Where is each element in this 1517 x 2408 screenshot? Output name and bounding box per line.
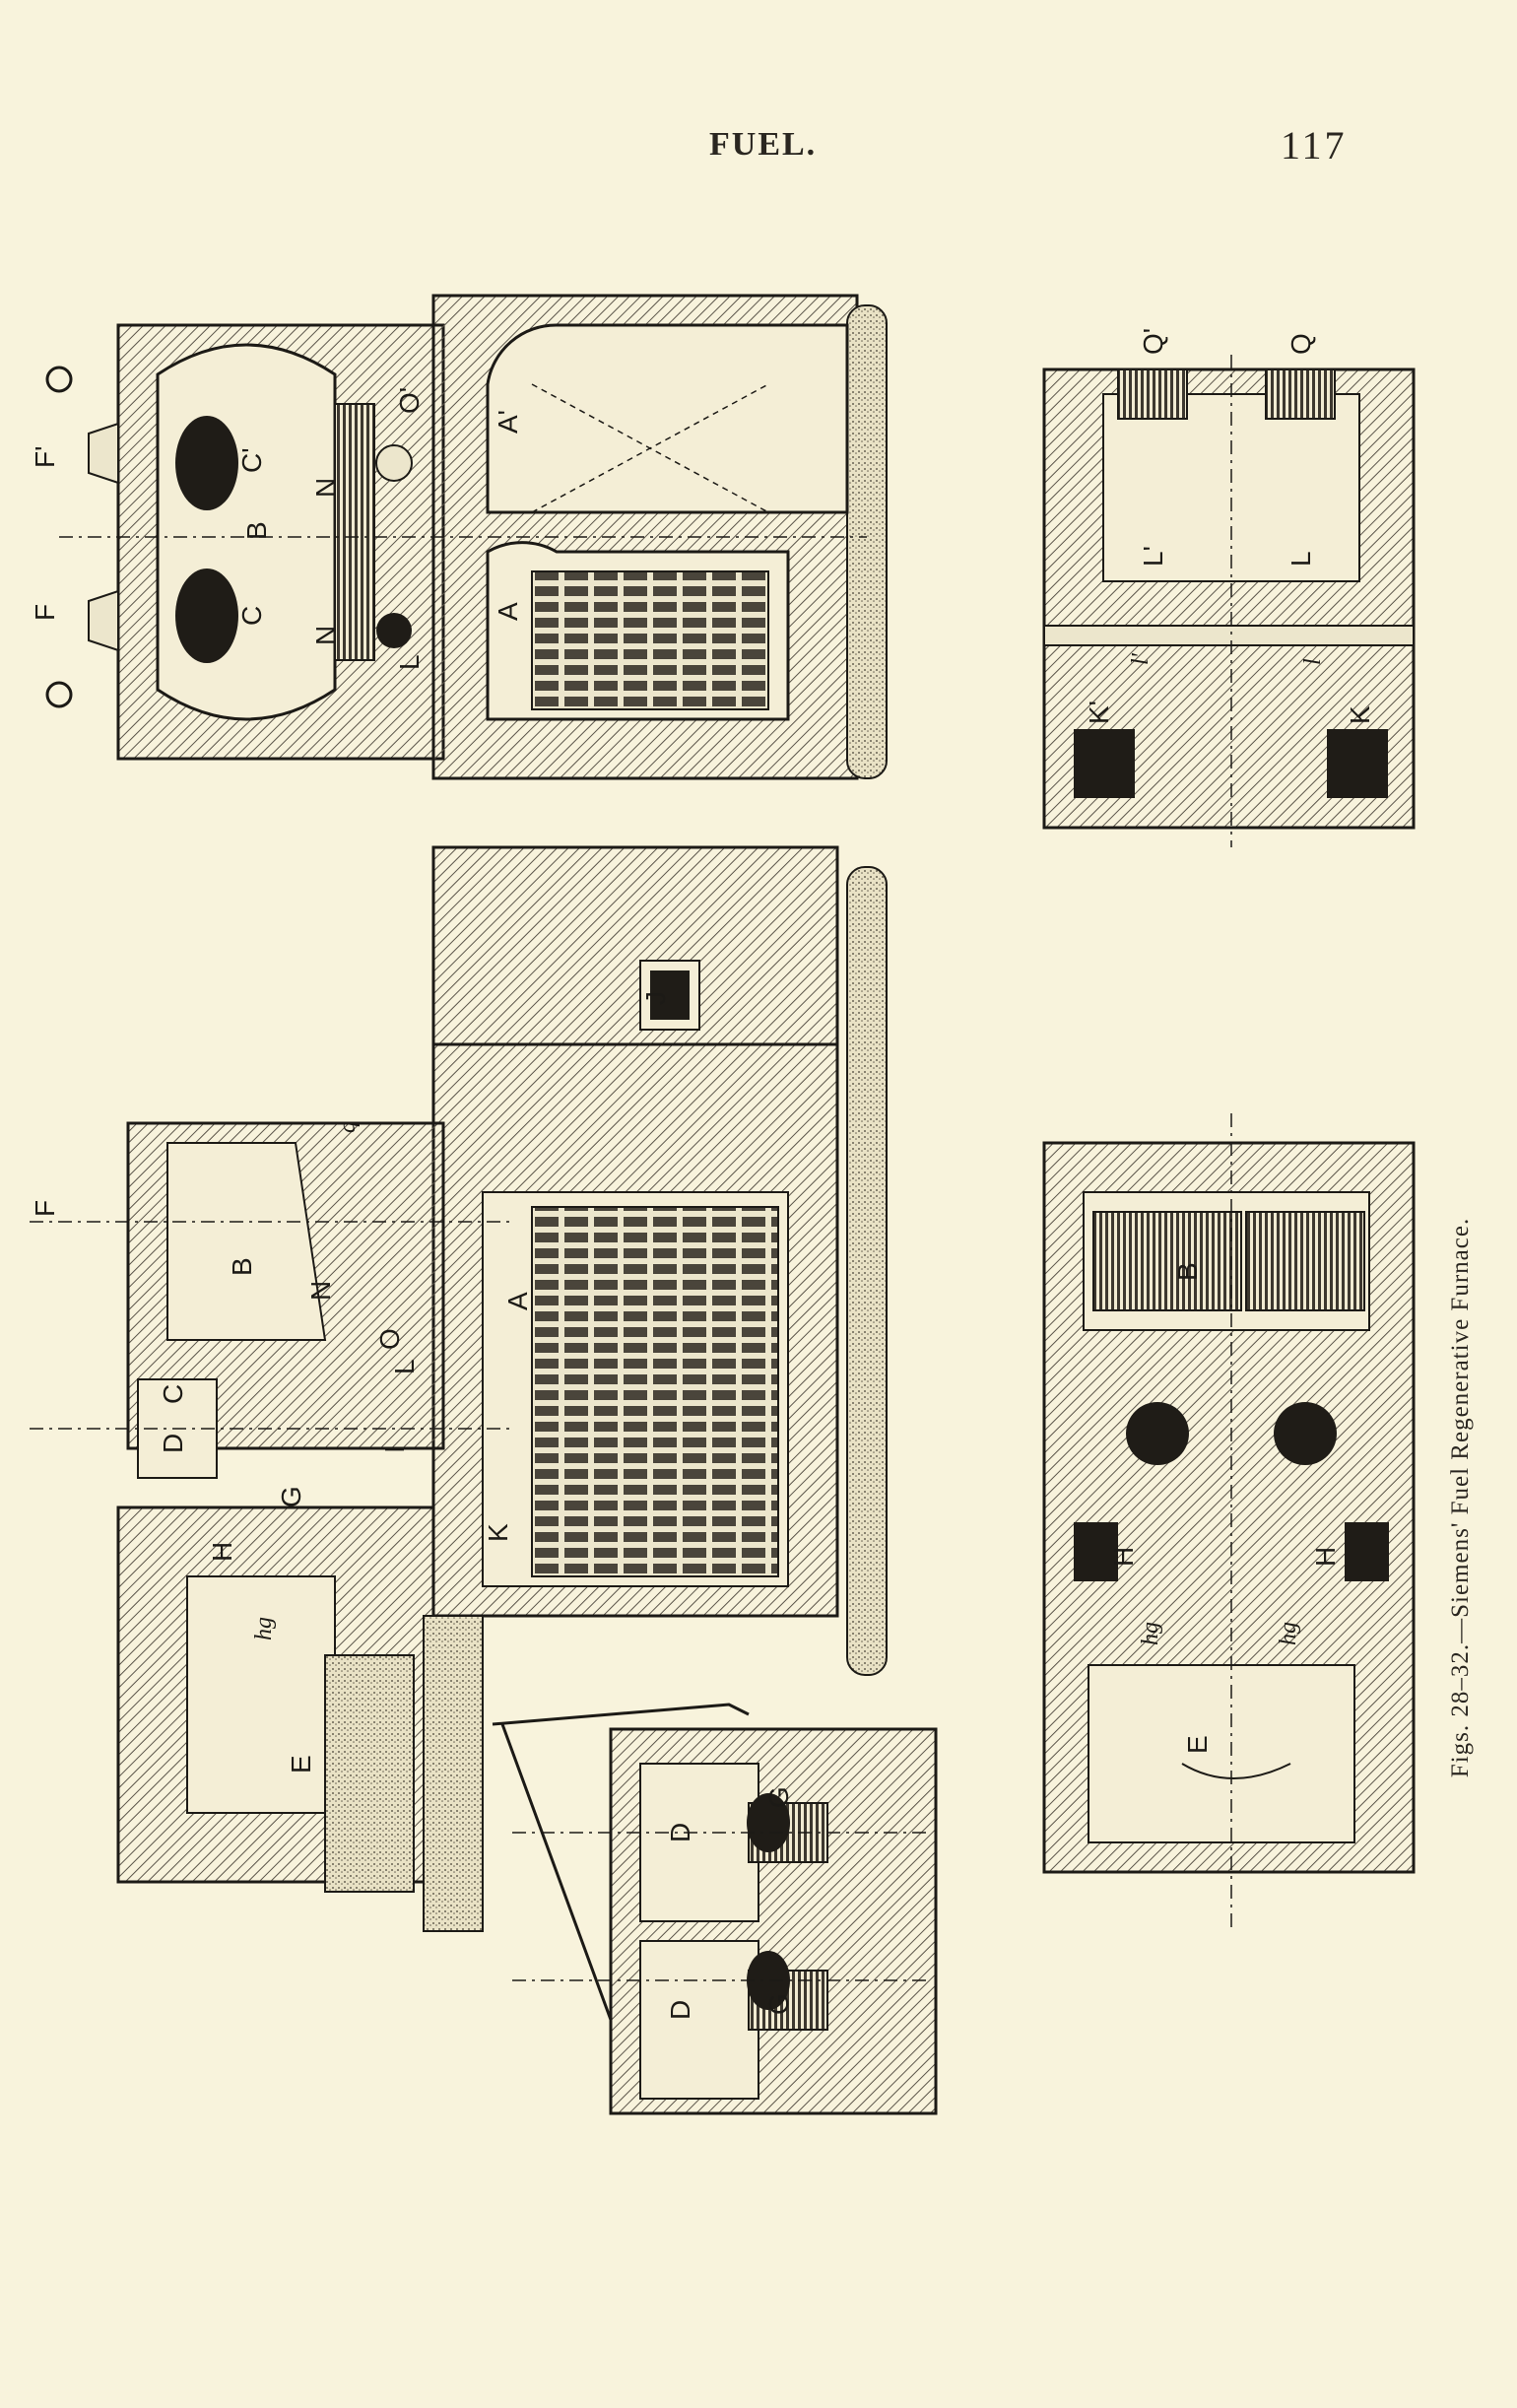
label-B-top: B	[241, 521, 272, 540]
label-K-plan: K	[1345, 705, 1375, 724]
label-C-top: C	[236, 606, 267, 626]
label-F-prime: F'	[30, 446, 60, 468]
label-Q-plan: Q	[1286, 333, 1316, 355]
label-B-plan: B	[1172, 1262, 1203, 1281]
label-E-plan: E	[1182, 1735, 1213, 1754]
page-header: FUEL. 117	[0, 118, 1517, 177]
figure-caption: Figs. 28–32.—Siemens' Fuel Regenerative …	[1447, 1217, 1474, 1778]
label-A-top: A	[493, 602, 523, 621]
label-A-prime: A'	[493, 410, 523, 434]
label-O-long: O	[374, 1328, 405, 1350]
label-C-prime: C'	[236, 447, 267, 473]
label-H-long: H	[207, 1542, 237, 1562]
label-O-prime: O'	[394, 387, 425, 414]
figure-letters: F' F B C C' N N L O' A A' Q' Q L' L l' l…	[30, 328, 1375, 2020]
label-D-bottom-upper: D	[665, 1823, 695, 1842]
long-section-drawing	[30, 845, 888, 1932]
label-I-long: I	[379, 1445, 410, 1453]
label-hg-plan-right: hg	[1276, 1622, 1301, 1645]
label-C-long: C	[158, 1384, 188, 1404]
label-L-long: L	[389, 1359, 420, 1374]
label-H-plan-left: H	[1108, 1547, 1139, 1567]
label-L-prime: L'	[1138, 546, 1168, 567]
label-D-long: D	[158, 1434, 188, 1453]
label-D-bottom-lower: D	[665, 2000, 695, 2020]
label-F-long: F	[30, 1200, 60, 1217]
label-K-long: K	[483, 1523, 513, 1542]
label-l-prime: l'	[1128, 652, 1154, 665]
label-E-long: E	[286, 1755, 316, 1773]
label-G-bottom-upper: G	[763, 1786, 794, 1808]
label-hg-plan-left: hg	[1138, 1622, 1163, 1645]
page-number: 117	[1281, 123, 1348, 167]
label-G-long: G	[276, 1486, 306, 1507]
ground-plan-drawing	[1042, 1113, 1416, 1931]
top-right-plan-drawing	[1042, 355, 1416, 847]
label-F-top: F	[30, 604, 60, 621]
label-hg-long: hg	[251, 1617, 277, 1640]
top-section-drawing	[45, 294, 888, 780]
bottom-section-drawing	[492, 1703, 938, 2115]
label-N-lower: N	[310, 626, 341, 645]
label-N-upper: N	[310, 478, 341, 498]
label-l-plan: l	[1300, 658, 1326, 665]
label-L-top: L	[394, 654, 425, 670]
label-J: J	[640, 991, 671, 1005]
running-head: FUEL.	[709, 126, 818, 163]
label-H-plan-right: H	[1310, 1547, 1341, 1567]
label-A-long: A	[502, 1292, 533, 1310]
label-G-bottom-lower: G	[763, 1993, 794, 2015]
label-B-long: B	[227, 1257, 257, 1276]
label-Q-prime: Q'	[1138, 328, 1168, 355]
label-K-prime: K'	[1084, 701, 1114, 724]
label-N-long: N	[305, 1281, 336, 1301]
label-q-long: q	[335, 1121, 361, 1133]
label-L-plan: L	[1286, 551, 1316, 567]
